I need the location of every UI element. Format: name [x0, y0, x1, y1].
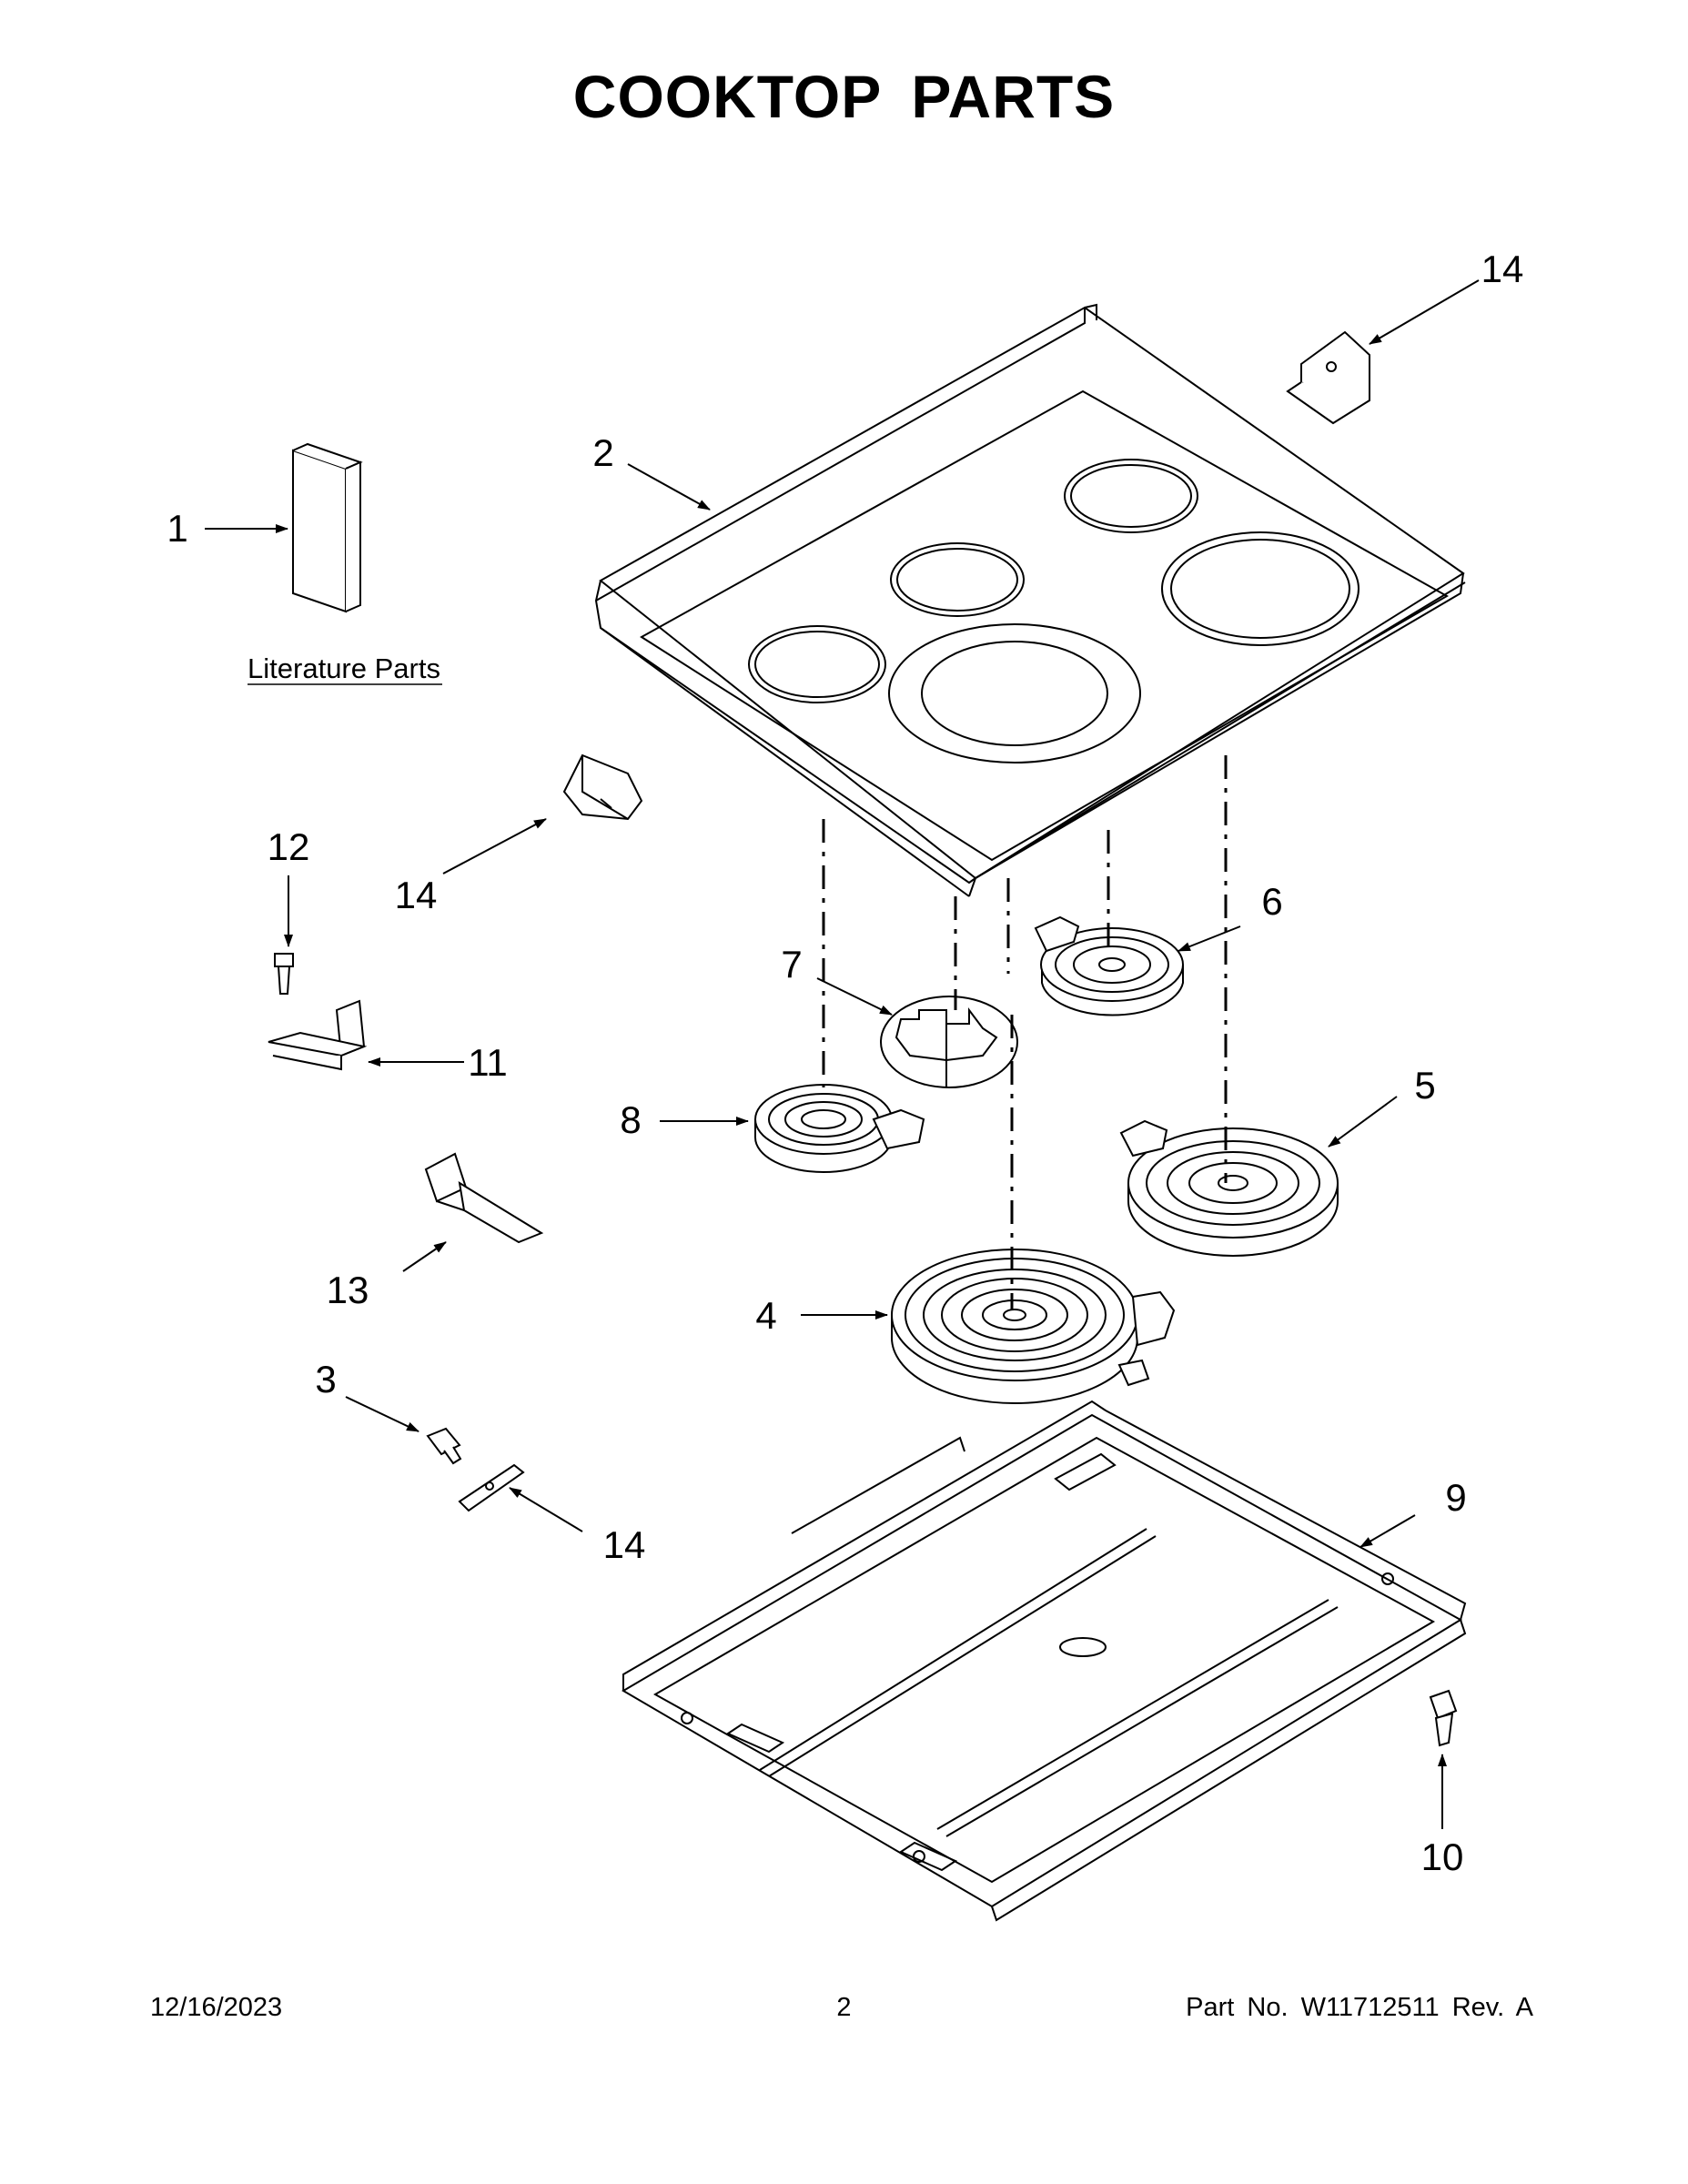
callout-9: 9: [1445, 1476, 1466, 1519]
screw-part-3: [426, 1427, 462, 1465]
screw-part-12: [274, 953, 294, 995]
page-title: COOKTOP PARTS: [572, 63, 1116, 130]
rear-bracket-small: [458, 1463, 525, 1512]
callout-14-left: 14: [395, 874, 438, 916]
footer-date: 12/16/2023: [150, 1993, 283, 2022]
cooktop-base-pan-part-9: [622, 1400, 1467, 1922]
callout-7: 7: [781, 943, 802, 986]
callout-5: 5: [1414, 1064, 1435, 1107]
alignment-lines: [822, 755, 1228, 1310]
footer-part-number: Part No. W11712511 Rev. A: [1186, 1993, 1533, 2022]
end-cap-bracket-left: [562, 753, 643, 821]
screw-part-10: [1429, 1689, 1458, 1747]
heat-shield-part-7: [880, 996, 1018, 1088]
callout-14-top: 14: [1481, 248, 1524, 290]
callout-10: 10: [1421, 1835, 1464, 1878]
callout-3: 3: [315, 1358, 336, 1400]
surface-element-part-5: [1119, 1119, 1339, 1257]
surface-element-part-4: [891, 1249, 1176, 1404]
callout-4: 4: [755, 1294, 776, 1337]
callout-2: 2: [592, 431, 613, 474]
callout-6: 6: [1261, 880, 1282, 923]
callout-8: 8: [620, 1098, 641, 1141]
callout-1: 1: [167, 507, 187, 550]
bracket-part-11: [268, 999, 368, 1071]
callout-13: 13: [327, 1269, 369, 1311]
end-cap-bracket-top-right: [1286, 330, 1370, 425]
surface-element-part-8: [754, 1084, 925, 1173]
callout-11: 11: [468, 1041, 508, 1084]
callout-14-bottom: 14: [603, 1523, 646, 1566]
leader-arrows: [205, 279, 1480, 1829]
surface-element-part-6: [1034, 915, 1184, 1016]
literature-parts-booklet: [292, 442, 363, 613]
callout-12: 12: [268, 825, 310, 868]
literature-parts-label: Literature Parts: [248, 652, 440, 684]
footer-page-number: 2: [836, 1993, 852, 2022]
cooktop-main-top: [594, 303, 1466, 897]
bracket-part-13: [424, 1152, 544, 1244]
